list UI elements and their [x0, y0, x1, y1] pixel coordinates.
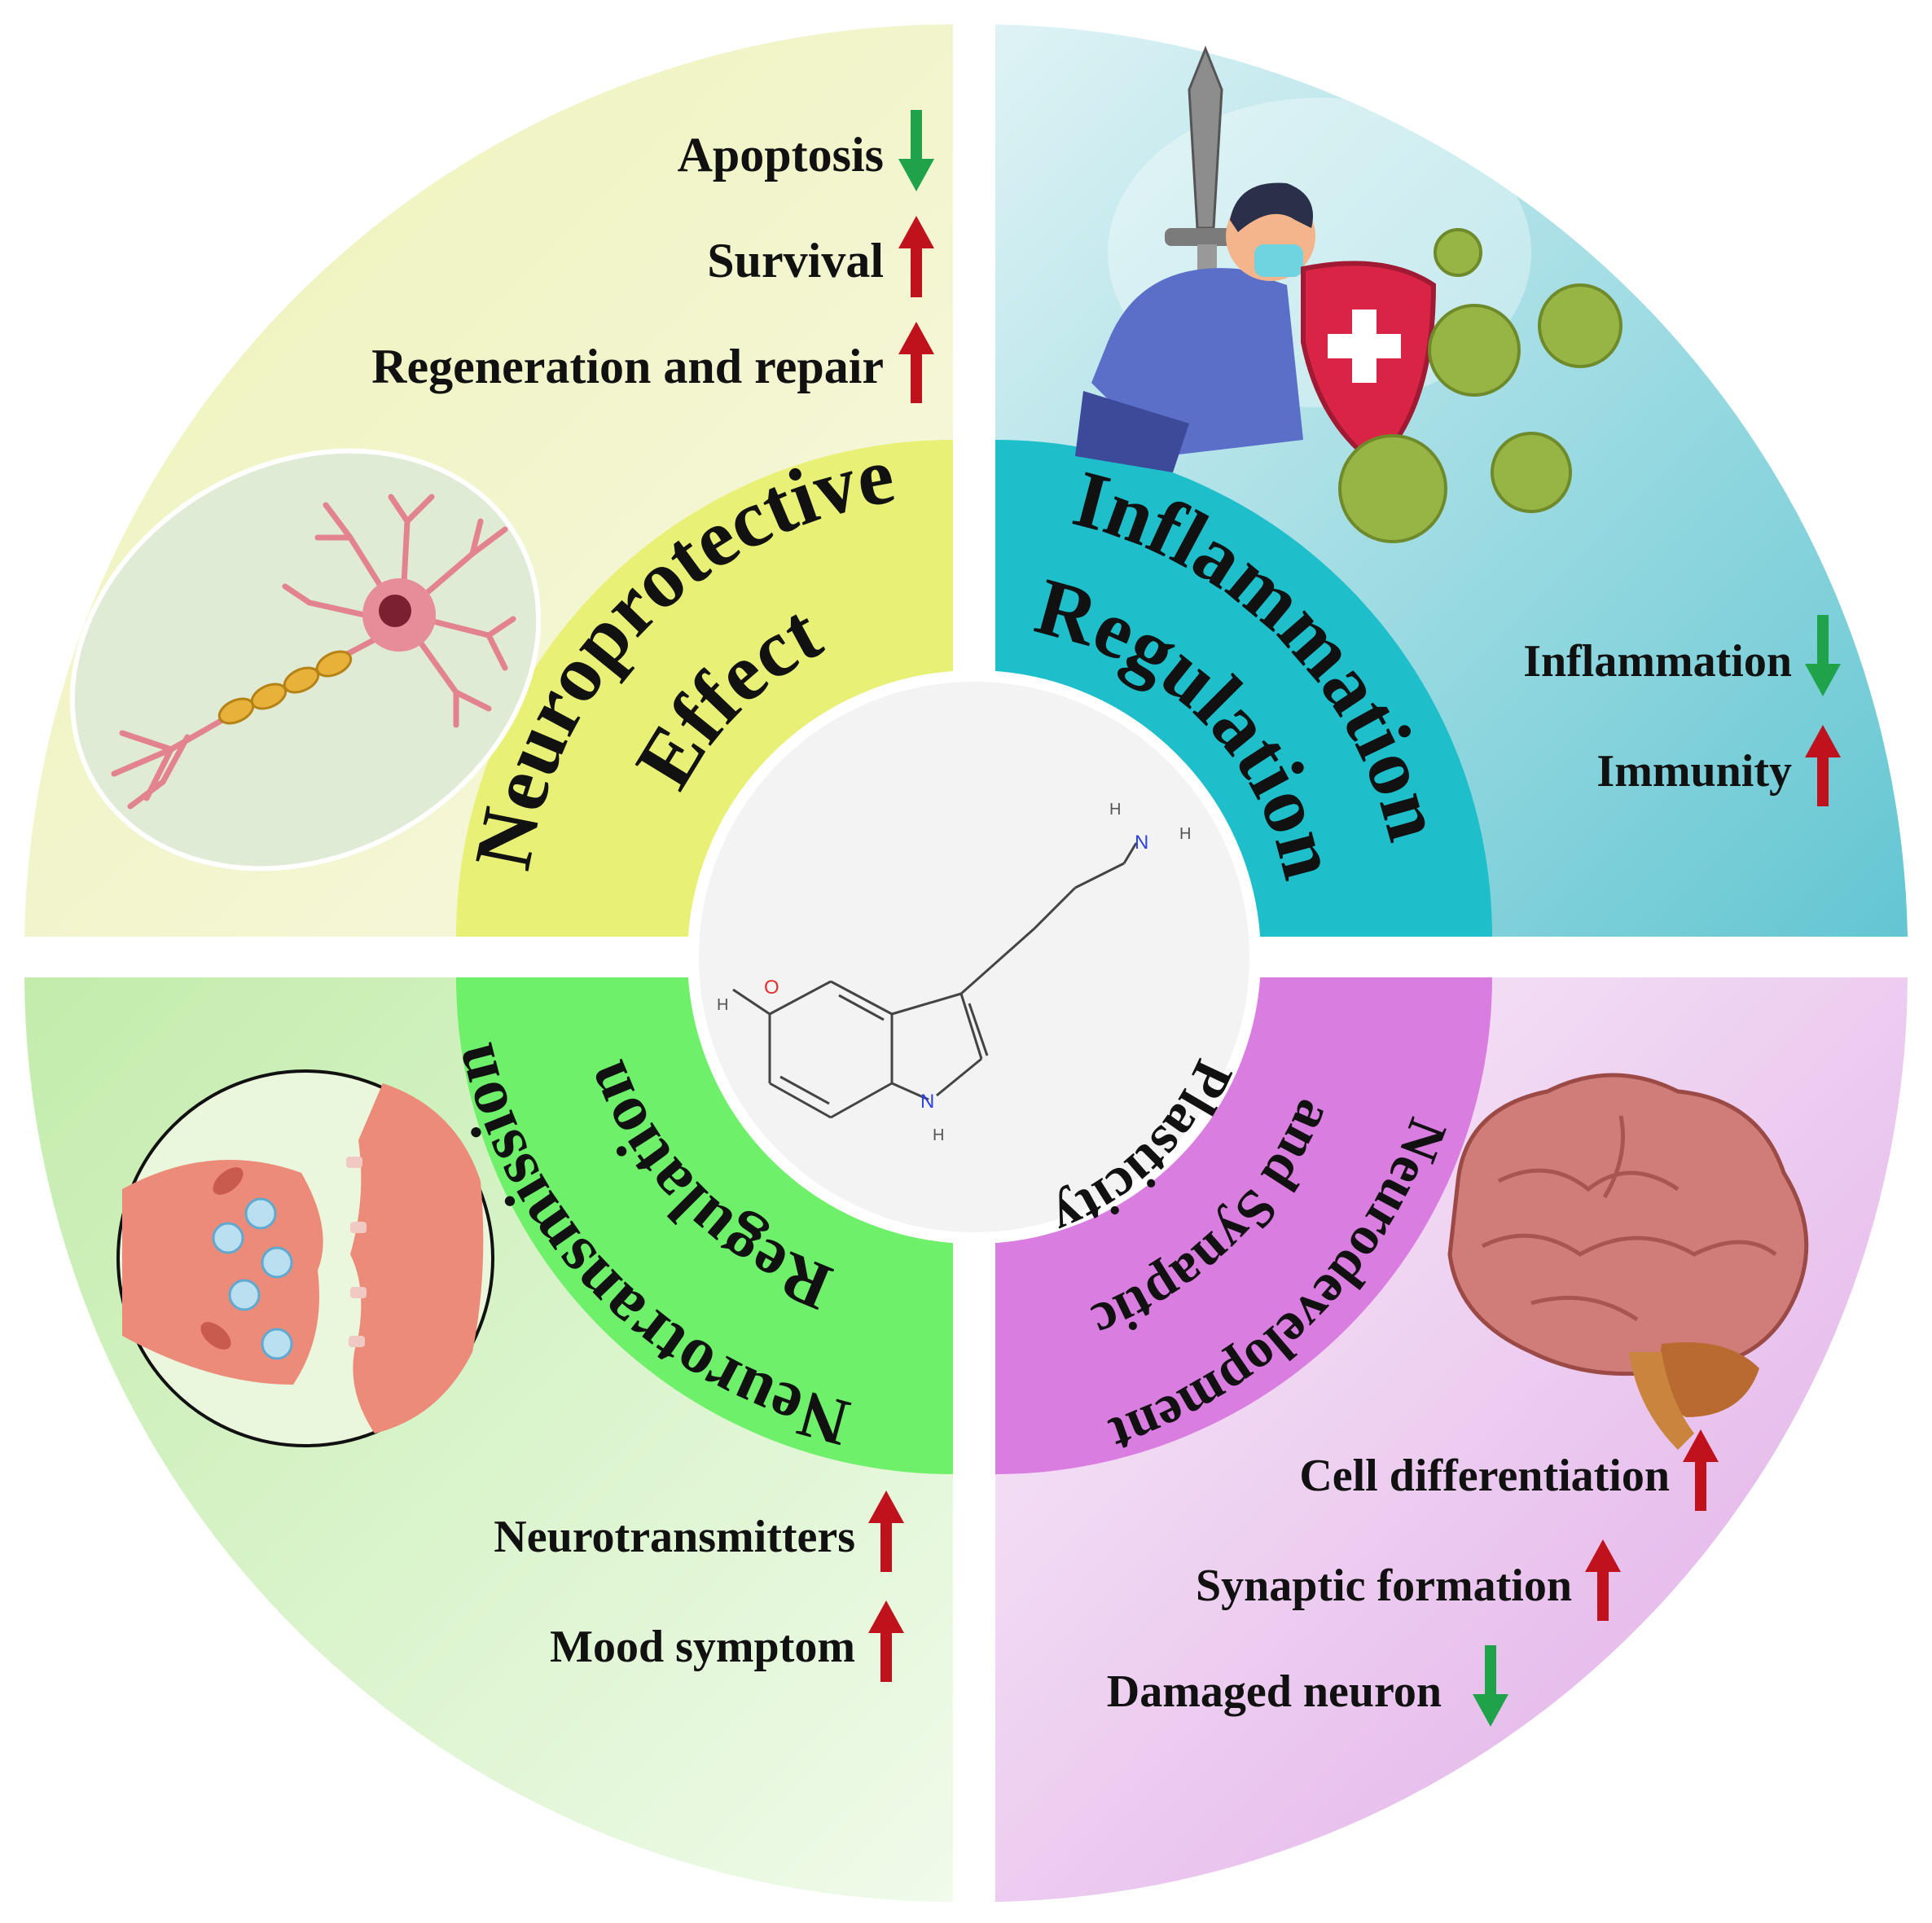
arrow-up-icon	[898, 322, 934, 403]
atom-hydrogen-o: H	[717, 996, 728, 1014]
arrow-up-icon	[1585, 1539, 1621, 1621]
neurotransmission-item-label: Mood symptom	[550, 1622, 855, 1672]
synapse-icon	[116, 1069, 494, 1447]
neurotransmission-item-label: Neurotransmitters	[494, 1512, 855, 1562]
arrow-up-icon	[898, 216, 934, 297]
arrow-down-icon	[1805, 615, 1841, 696]
atom-hydrogen-n2: H	[1179, 825, 1191, 843]
neurodevelopment-item-label: Cell differentiation	[1299, 1451, 1670, 1501]
neurodevelopment-item-label: Damaged neuron	[1107, 1666, 1442, 1717]
brain-icon	[1447, 1073, 1809, 1450]
arrow-up-icon	[868, 1600, 904, 1682]
center-disc	[687, 670, 1261, 1244]
atom-amine-nitrogen: N	[1135, 832, 1148, 854]
inflammation-item-label: Immunity	[1596, 746, 1792, 797]
neuroprotective-item-label: Survival	[707, 234, 884, 288]
arrow-down-icon	[898, 110, 934, 191]
neuroprotective-item-label: Apoptosis	[678, 128, 884, 182]
atom-hydrogen-indole: H	[933, 1126, 944, 1144]
neuroprotective-item-label: Regeneration and repair	[371, 340, 884, 393]
atom-indole-nitrogen: N	[920, 1091, 934, 1113]
atom-oxygen: O	[764, 977, 779, 999]
serotonin-molecule	[732, 842, 1138, 1119]
arrow-down-icon	[1473, 1645, 1508, 1727]
neuron-icon	[69, 448, 542, 871]
arrow-up-icon	[868, 1491, 904, 1572]
neurodevelopment-item-label: Synaptic formation	[1196, 1561, 1572, 1611]
immune-defender-icon	[1075, 45, 1622, 543]
atom-hydrogen-n1: H	[1109, 801, 1121, 819]
arrow-up-icon	[1805, 725, 1841, 806]
inflammation-item-label: Inflammation	[1523, 636, 1792, 687]
arrow-up-icon	[1683, 1429, 1719, 1511]
